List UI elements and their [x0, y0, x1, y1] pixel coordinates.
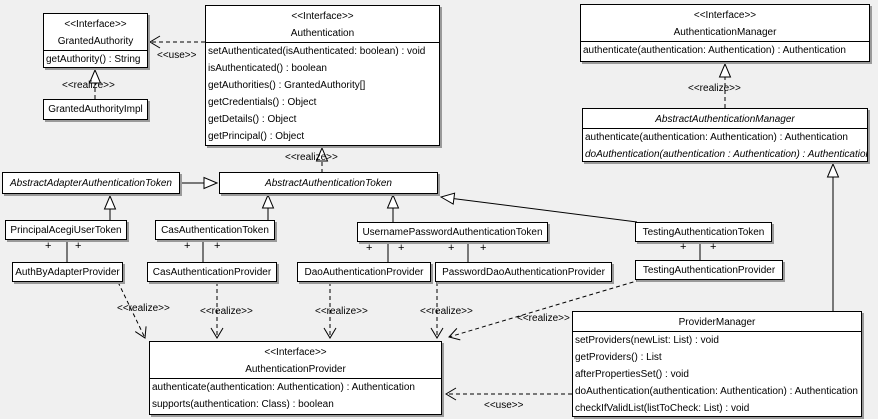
- method-label: supports(authentication: Class) : boolea…: [152, 399, 334, 410]
- class-name: AuthenticationManager: [673, 27, 777, 38]
- method-label: getDetails() : Object: [208, 114, 297, 125]
- class-name: AuthenticationProvider: [245, 364, 346, 375]
- multiplicity-plus: +: [45, 240, 52, 252]
- realize-label: <<realize>>: [517, 313, 570, 324]
- class-name: AbstractAuthenticationManager: [655, 114, 795, 125]
- realize-label: <<realize>>: [420, 306, 473, 317]
- class-name: CasAuthenticationProvider: [152, 266, 272, 278]
- multiplicity-plus: +: [184, 240, 191, 252]
- stereotype-label: <<Interface>>: [693, 10, 757, 21]
- multiplicity-plus: +: [214, 240, 221, 252]
- class-provider-manager[interactable]: ProviderManager setProviders(newList: Li…: [572, 311, 862, 417]
- method-label: getCredentials() : Object: [208, 97, 317, 108]
- class-abstract-adapter-authentication-token[interactable]: AbstractAdapterAuthenticationToken: [2, 172, 180, 194]
- method-label: isAuthenticated() : boolean: [208, 63, 327, 74]
- class-granted-authority-impl[interactable]: GrantedAuthorityImpl: [43, 99, 148, 120]
- realize-label: <<realize>>: [315, 306, 368, 317]
- class-principal-acegi-user-token[interactable]: PrincipalAcegiUserToken: [5, 220, 127, 240]
- class-name: AuthByAdapterProvider: [15, 266, 120, 278]
- realize-label: <<realize>>: [200, 306, 253, 317]
- multiplicity-plus: +: [710, 241, 717, 253]
- class-name: UsernamePasswordAuthenticationToken: [362, 226, 543, 238]
- class-name: GrantedAuthority: [57, 36, 134, 47]
- method-label: checkIfValidList(listToCheck: List) : vo…: [575, 403, 750, 414]
- realize-label: <<realize>>: [285, 152, 338, 163]
- class-name: TestingAuthenticationProvider: [642, 264, 776, 276]
- class-dao-authentication-provider[interactable]: DaoAuthenticationProvider: [297, 262, 431, 282]
- class-cas-authentication-token[interactable]: CasAuthenticationToken: [155, 220, 275, 240]
- class-username-password-authentication-token[interactable]: UsernamePasswordAuthenticationToken: [357, 222, 548, 242]
- method-label: doAuthentication(authentication: Authent…: [575, 386, 858, 397]
- multiplicity-plus: +: [75, 240, 82, 252]
- class-name: PasswordDaoAuthenticationProvider: [442, 266, 605, 278]
- class-name: TestingAuthenticationToken: [642, 226, 765, 238]
- class-name: AbstractAuthenticationToken: [265, 177, 392, 189]
- multiplicity-plus: +: [448, 242, 455, 254]
- multiplicity-plus: +: [366, 242, 373, 254]
- multiplicity-plus: +: [480, 242, 487, 254]
- use-label: <<use>>: [157, 50, 197, 61]
- method-label: doAuthentication(authentication : Authen…: [585, 149, 868, 160]
- multiplicity-plus: +: [680, 241, 687, 253]
- class-testing-authentication-provider[interactable]: TestingAuthenticationProvider: [635, 260, 783, 280]
- class-cas-authentication-provider[interactable]: CasAuthenticationProvider: [147, 262, 277, 282]
- class-name: CasAuthenticationToken: [161, 224, 269, 236]
- method-label: getAuthorities() : GrantedAuthority[]: [208, 80, 366, 91]
- class-password-dao-authentication-provider[interactable]: PasswordDaoAuthenticationProvider: [435, 262, 612, 282]
- method-label: getPrincipal() : Object: [208, 131, 305, 142]
- class-testing-authentication-token[interactable]: TestingAuthenticationToken: [635, 222, 772, 242]
- method-label: getAuthority() : String: [46, 54, 141, 65]
- class-name: Authentication: [290, 28, 355, 39]
- class-name: ProviderManager: [678, 317, 756, 328]
- stereotype-label: <<Interface>>: [264, 347, 327, 358]
- stereotype-label: <<Interface>>: [291, 11, 354, 22]
- method-label: authenticate(authentication: Authenticat…: [152, 382, 415, 393]
- method-label: authenticate(authentication: Authenticat…: [583, 45, 846, 56]
- realize-label: <<realize>>: [62, 80, 115, 91]
- class-abstract-authentication-manager[interactable]: AbstractAuthenticationManager authentica…: [582, 108, 868, 162]
- stereotype-label: <<Interface>>: [64, 19, 127, 30]
- realize-label: <<realize>>: [688, 83, 741, 94]
- use-label: <<use>>: [484, 400, 524, 411]
- class-authentication[interactable]: <<Interface>> Authentication setAuthenti…: [205, 5, 440, 146]
- class-name: AbstractAdapterAuthenticationToken: [10, 177, 172, 189]
- class-authentication-manager[interactable]: <<Interface>> AuthenticationManager auth…: [580, 4, 870, 62]
- class-auth-by-adapter-provider[interactable]: AuthByAdapterProvider: [12, 262, 123, 282]
- multiplicity-plus: +: [398, 242, 405, 254]
- method-label: authenticate(authentication: Authenticat…: [585, 132, 848, 143]
- method-label: getProviders() : List: [575, 352, 662, 363]
- method-label: afterPropertiesSet() : void: [575, 369, 689, 380]
- method-label: setAuthenticated(isAuthenticated: boolea…: [208, 46, 426, 57]
- class-name: GrantedAuthorityImpl: [48, 104, 143, 115]
- class-name: PrincipalAcegiUserToken: [10, 224, 122, 236]
- realize-label: <<realize>>: [117, 303, 170, 314]
- method-label: setProviders(newList: List) : void: [575, 335, 719, 346]
- class-granted-authority[interactable]: <<Interface>> GrantedAuthority getAuthor…: [43, 13, 148, 68]
- class-name: DaoAuthenticationProvider: [304, 266, 424, 278]
- class-abstract-authentication-token[interactable]: AbstractAuthenticationToken: [219, 172, 438, 194]
- class-authentication-provider[interactable]: <<Interface>> AuthenticationProvider aut…: [149, 341, 442, 415]
